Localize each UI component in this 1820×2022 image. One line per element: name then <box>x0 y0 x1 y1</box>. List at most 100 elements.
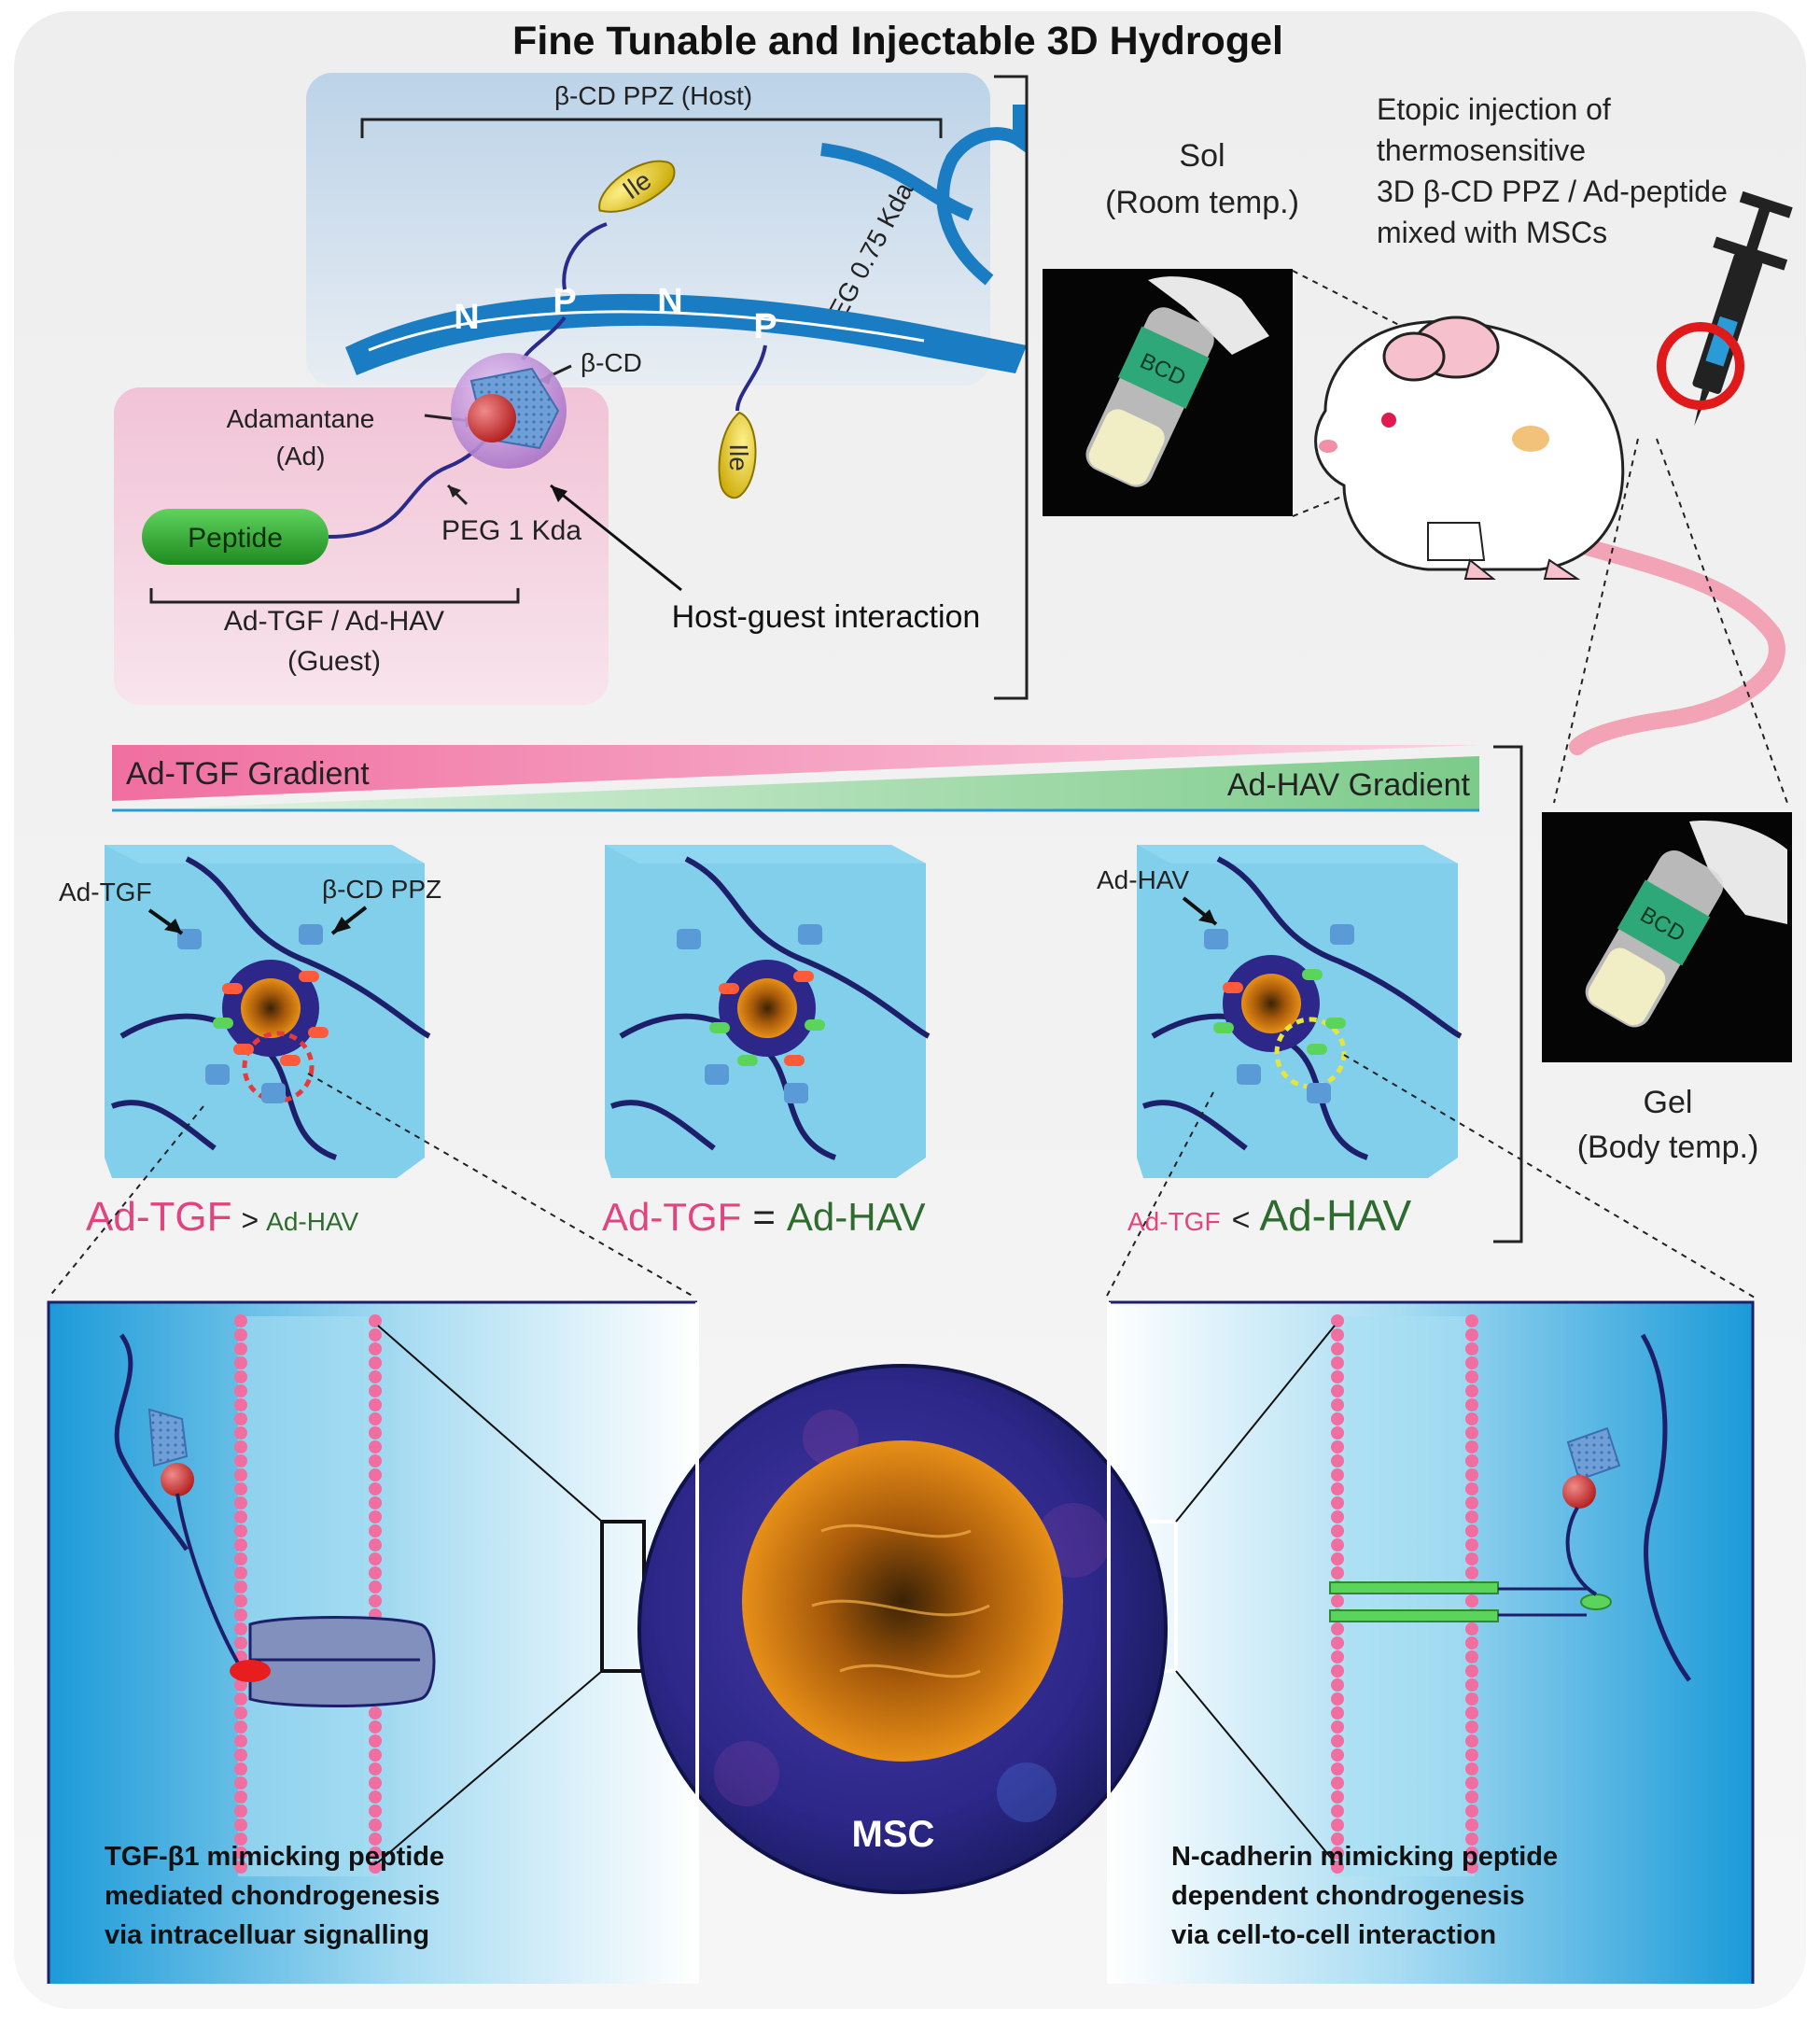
lipid-head <box>1331 1370 1344 1383</box>
left-bcd-cube-icon <box>147 1408 189 1467</box>
lipid-head <box>369 1412 382 1425</box>
lipid-head <box>1331 1566 1344 1580</box>
lipid-head <box>1465 1552 1478 1566</box>
top-bracket <box>994 75 1029 700</box>
lipid-head <box>234 1328 247 1341</box>
lipid-head <box>1331 1861 1344 1874</box>
lipid-head <box>1465 1846 1478 1860</box>
lipid-head <box>1465 1861 1478 1874</box>
lipid-head <box>1465 1496 1478 1509</box>
ratio-left: Ad-TGF>Ad-HAV <box>86 1194 359 1240</box>
ad-label: (Ad) <box>276 442 326 470</box>
peg-chain <box>820 143 973 221</box>
lipid-head <box>1465 1370 1478 1383</box>
lipid-head <box>1465 1622 1478 1636</box>
lipid-head <box>1465 1328 1478 1341</box>
lipid-head <box>1465 1468 1478 1481</box>
lipid-head <box>234 1832 247 1846</box>
lipid-head <box>234 1412 247 1425</box>
lipid-head <box>234 1468 247 1481</box>
ratio-right: Ad-TGF<Ad-HAV <box>1127 1191 1411 1240</box>
msc-cell: MSC <box>637 1364 1168 1894</box>
guest-box: Peptide PEG 1 Kda Adamantane (Ad) Ad-TGF… <box>114 387 609 705</box>
ratio-middle-op: = <box>752 1195 776 1239</box>
lipid-head <box>234 1454 247 1467</box>
lipid-head <box>1331 1650 1344 1664</box>
host-bracket-label: β-CD PPZ (Host) <box>554 81 752 110</box>
lipid-head <box>1331 1720 1344 1734</box>
lipid-head <box>1465 1454 1478 1467</box>
right-ad-ball-icon <box>1562 1475 1596 1509</box>
lipid-head <box>369 1356 382 1369</box>
lipid-head <box>234 1398 247 1411</box>
lipid-head <box>369 1384 382 1397</box>
ile-bottom-label: Ile <box>724 443 753 471</box>
right-ad-hav-label: Ad-HAV <box>1097 865 1189 894</box>
lipid-head <box>369 1328 382 1341</box>
lipid-head <box>1465 1594 1478 1608</box>
lipid-head <box>369 1762 382 1776</box>
peg-curve <box>936 105 1026 286</box>
lipid-head <box>369 1370 382 1383</box>
lipid-head <box>369 1468 382 1481</box>
lipid-head <box>1331 1468 1344 1481</box>
lipid-head <box>369 1580 382 1594</box>
lipid-head <box>1331 1706 1344 1720</box>
gel-temp: (Body temp.) <box>1577 1130 1759 1165</box>
adamantane-label: Adamantane <box>227 404 375 433</box>
lipid-head <box>1465 1384 1478 1397</box>
lipid-head <box>1331 1692 1344 1706</box>
lipid-head <box>234 1356 247 1369</box>
left-caption-3: via intracelluar signalling <box>105 1920 429 1950</box>
lipid-head <box>1465 1636 1478 1650</box>
right-caption-2: dependent chondrogenesis <box>1171 1881 1525 1911</box>
lipid-head <box>369 1314 382 1327</box>
guest-bracket-label: Ad-TGF / Ad-HAV <box>224 606 444 637</box>
lipid-head <box>1465 1664 1478 1678</box>
lipid-head <box>234 1496 247 1509</box>
lipid-head <box>234 1524 247 1538</box>
lipid-head <box>1331 1482 1344 1495</box>
ppz-backbone <box>345 293 1027 375</box>
lipid-head <box>234 1748 247 1762</box>
peg-1kda-label: PEG 1 Kda <box>441 515 581 546</box>
peptide-label: Peptide <box>188 523 283 554</box>
lipid-head <box>1465 1790 1478 1804</box>
lipid-head <box>1465 1524 1478 1538</box>
ratio-right-b: Ad-HAV <box>1259 1191 1411 1240</box>
msc-nucleus <box>742 1440 1063 1762</box>
backbone-letter-p2: P <box>753 307 777 346</box>
lipid-head <box>1331 1412 1344 1425</box>
lipid-head <box>1465 1678 1478 1692</box>
lipid-head <box>1331 1790 1344 1804</box>
lipid-head <box>1465 1832 1478 1846</box>
ratio-middle: Ad-TGF=Ad-HAV <box>602 1195 925 1239</box>
cadherin-bar-top <box>1329 1581 1499 1594</box>
lipid-head <box>1465 1412 1478 1425</box>
lipid-head <box>1465 1720 1478 1734</box>
tgf-receptor-icon <box>230 1616 436 1707</box>
lipid-head <box>369 1440 382 1453</box>
lipid-head <box>234 1482 247 1495</box>
host-bracket <box>360 118 943 138</box>
lipid-head <box>234 1720 247 1734</box>
lipid-head <box>234 1426 247 1439</box>
lipid-head <box>234 1706 247 1720</box>
syringe-icon <box>1657 190 1793 427</box>
right-membrane <box>1331 1314 1478 1876</box>
lipid-head <box>1465 1356 1478 1369</box>
lipid-head <box>369 1510 382 1524</box>
lipid-head <box>1465 1538 1478 1552</box>
backbone-highlight <box>368 310 925 352</box>
lipid-head <box>1331 1328 1344 1341</box>
lipid-head <box>234 1580 247 1594</box>
lipid-head <box>234 1818 247 1832</box>
hydrogel-panel-left: Ad-TGF β-CD PPZ <box>59 845 441 1178</box>
lipid-head <box>234 1510 247 1524</box>
lipid-head <box>234 1342 247 1355</box>
lipid-head <box>1331 1454 1344 1467</box>
lipid-head <box>369 1496 382 1509</box>
ile-top-icon: Ile <box>598 160 676 213</box>
lipid-head <box>369 1818 382 1832</box>
